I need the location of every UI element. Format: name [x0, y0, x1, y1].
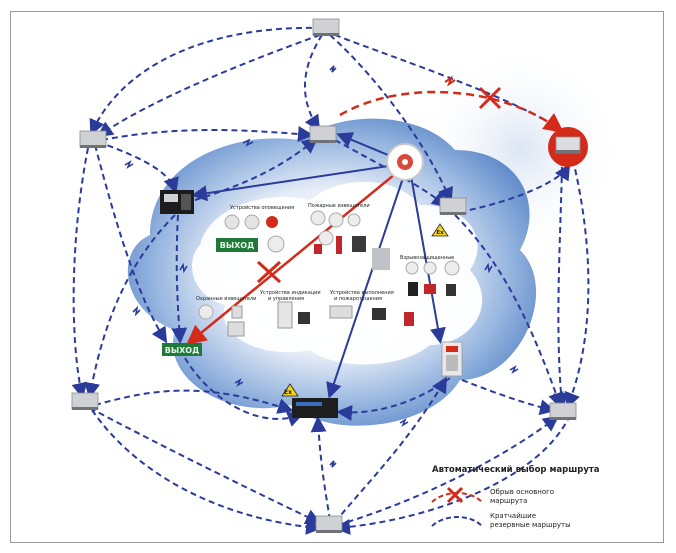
backup-route: [336, 377, 451, 421]
backup-route: [303, 34, 323, 132]
backup-route: [184, 357, 304, 427]
warning-devices-label: Устройства оповещения: [230, 204, 294, 211]
device-group-images: [198, 210, 460, 337]
backup-route: [461, 379, 556, 416]
legend-break-1: Обрыв основного: [490, 488, 554, 496]
backup-route: [334, 414, 571, 535]
wireless-repeater-icon[interactable]: [312, 18, 340, 36]
legend-backup-1: Кратчайшие: [490, 512, 536, 520]
exit-sign-label: ВЫХОД: [220, 241, 254, 250]
backup-route: [96, 34, 321, 138]
legend-title: Автоматический выбор маршрута: [432, 464, 600, 475]
backup-route: [565, 139, 590, 409]
backup-route: [171, 214, 188, 344]
backup-route: [84, 214, 176, 399]
backup-route: [89, 26, 323, 136]
backup-route: [552, 166, 569, 409]
wireless-repeater-icon[interactable]: [71, 392, 99, 410]
wireless-repeater-icon[interactable]: [309, 125, 337, 143]
backup-route: [459, 163, 571, 213]
indication-devices-label-1: Устройства индикации: [260, 289, 321, 296]
backup-route: [194, 137, 319, 201]
broken-primary-route: [186, 90, 565, 346]
security-detectors-label: Охранные извещатели: [196, 296, 256, 302]
wireless-repeater-icon[interactable]: [315, 515, 343, 533]
backup-route: [89, 407, 322, 525]
legend-break-2: маршрута: [490, 497, 527, 505]
backup-routes: [71, 26, 590, 535]
indication-devices-label-2: и управления: [268, 296, 304, 302]
explosion-proof-label: Взрывозащищенные: [400, 255, 454, 261]
wireless-repeater-icon[interactable]: [439, 197, 467, 215]
ex-badge-icon: [431, 223, 449, 237]
backup-route: [94, 144, 168, 344]
backup-route: [71, 147, 89, 399]
backup-route: [91, 409, 322, 535]
exit-sign-bottom-label: ВЫХОД: [165, 346, 199, 355]
device-group-labels: Устройства оповещения Пожарные извещател…: [196, 203, 454, 302]
break-cross-icon: [256, 75, 502, 284]
backup-route: [337, 415, 560, 526]
wireless-repeater-icon[interactable]: [549, 402, 577, 420]
ex-mark-label: Ex: [284, 389, 292, 396]
diagram-frame: [10, 11, 664, 543]
primary-links: [191, 132, 446, 399]
backup-route: [101, 126, 314, 142]
legend-backup-2: резервные маршруты: [490, 521, 571, 529]
backup-route: [454, 214, 564, 409]
backup-route: [97, 141, 179, 194]
ex-module-icon[interactable]: [281, 383, 338, 418]
ex-badge-label: Ex: [436, 230, 444, 236]
fire-detectors-label: Пожарные извещатели: [308, 203, 370, 209]
repeater-nodes: [71, 18, 577, 533]
exit-sign-icon[interactable]: [162, 238, 258, 356]
smoke-detector-icon[interactable]: [386, 143, 424, 181]
control-panel-icon[interactable]: [160, 190, 194, 214]
wireless-repeater-icon[interactable]: [79, 130, 107, 148]
actuator-devices-label-2: и пожаротушения: [334, 296, 382, 302]
keypad-icon[interactable]: [441, 341, 463, 377]
backup-route: [310, 416, 331, 521]
remote-repeater-node[interactable]: [548, 127, 588, 167]
backup-route: [329, 34, 453, 204]
backup-route: [94, 389, 294, 414]
legend: Автоматический выбор маршрута Обрыв осно…: [431, 464, 600, 529]
backup-route: [334, 376, 448, 523]
actuator-devices-label-1: Устройства выполнения: [330, 289, 394, 296]
radio-link-marks: [124, 65, 519, 468]
network-cloud: [127, 55, 615, 426]
